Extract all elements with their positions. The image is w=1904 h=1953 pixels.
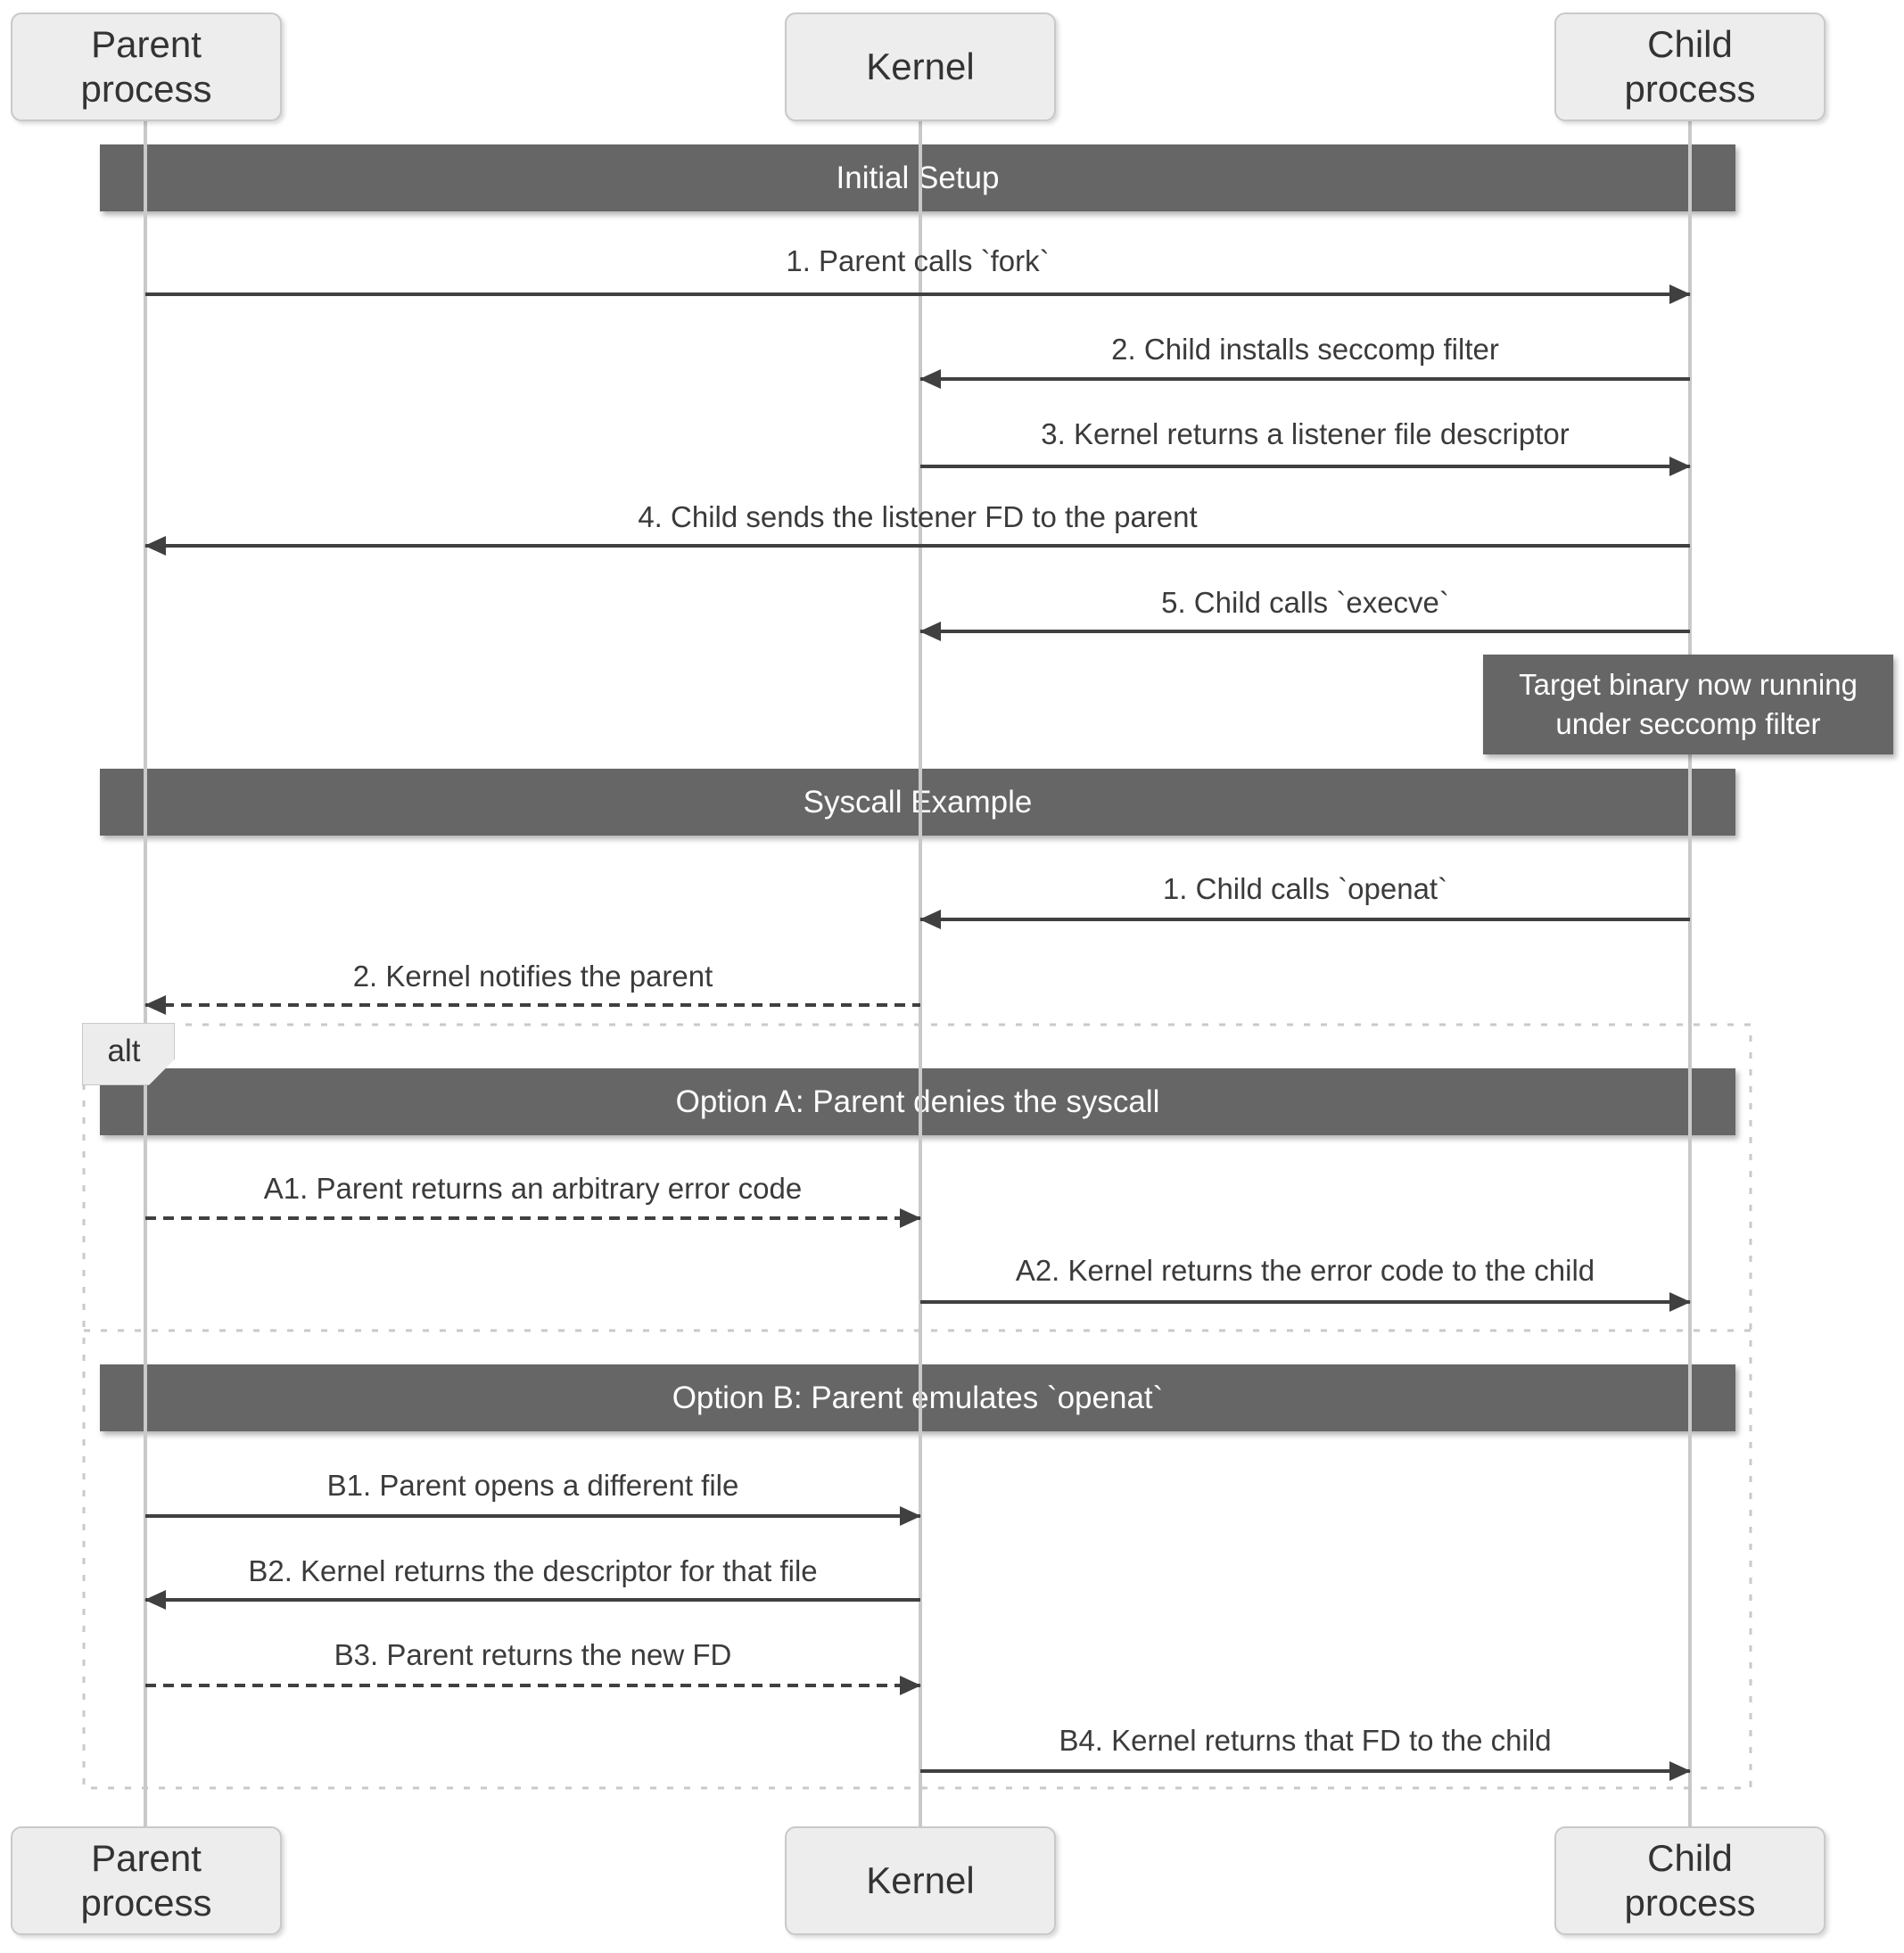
message-label-execve: 5. Child calls `execve` (1161, 586, 1449, 619)
message-arrow-b4 (920, 1761, 1691, 1781)
message-arrow-a1 (145, 1208, 921, 1228)
actor-child-process-top: Child process (1554, 12, 1826, 121)
actor-label: Parent process (80, 1837, 212, 1924)
message-label-b1: B1. Parent opens a different file (326, 1469, 739, 1502)
message-label-install-seccomp: 2. Child installs seccomp filter (1111, 333, 1499, 366)
section-header-initial-setup: Initial Setup (100, 144, 1735, 211)
actor-child-process-bottom: Child process (1554, 1826, 1826, 1935)
message-label-send-fd: 4. Child sends the listener FD to the pa… (638, 500, 1198, 533)
actor-label: Parent process (80, 23, 212, 110)
option-title: Option A: Parent denies the syscall (675, 1084, 1160, 1119)
actor-label: Child process (1624, 23, 1756, 110)
actor-parent-process-top: Parent process (11, 12, 282, 121)
alt-label-text: alt (107, 1034, 141, 1068)
message-label-openat: 1. Child calls `openat` (1162, 872, 1448, 905)
message-label-b3: B3. Parent returns the new FD (334, 1638, 732, 1671)
message-arrow-fork (145, 284, 1691, 304)
section-header-syscall-example: Syscall Example (100, 769, 1735, 836)
message-arrow-install-seccomp (919, 369, 1690, 389)
actor-label: Kernel (866, 1859, 975, 1901)
note-target-binary: Target binary now running under seccomp … (1483, 655, 1893, 754)
message-label-b2: B2. Kernel returns the descriptor for th… (248, 1554, 818, 1587)
message-arrow-execve (919, 622, 1690, 641)
message-label-listener-fd: 3. Kernel returns a listener file descri… (1041, 417, 1570, 450)
option-title: Option B: Parent emulates `openat` (672, 1380, 1164, 1415)
message-label-a1: A1. Parent returns an arbitrary error co… (263, 1172, 803, 1205)
option-a-header: Option A: Parent denies the syscall (100, 1068, 1735, 1135)
lifeline-child-process (1688, 121, 1692, 1826)
lifeline-kernel (919, 121, 922, 1826)
message-arrow-b3 (145, 1676, 921, 1695)
option-b-header: Option B: Parent emulates `openat` (100, 1364, 1735, 1431)
note-text: Target binary now running under seccomp … (1519, 668, 1858, 740)
lifeline-parent-process (144, 121, 147, 1826)
message-arrow-notify-parent (144, 995, 920, 1015)
section-title: Syscall Example (803, 784, 1033, 820)
message-arrow-listener-fd (920, 457, 1691, 476)
message-label-notify-parent: 2. Kernel notifies the parent (352, 960, 713, 993)
actor-label: Kernel (866, 45, 975, 87)
message-label-b4: B4. Kernel returns that FD to the child (1059, 1724, 1552, 1757)
message-label-a2: A2. Kernel returns the error code to the… (1015, 1254, 1595, 1287)
alt-frame-border (82, 1023, 1752, 1790)
actor-kernel-top: Kernel (785, 12, 1056, 121)
actor-label: Child process (1624, 1837, 1756, 1924)
message-arrow-a2 (920, 1292, 1691, 1312)
section-title: Initial Setup (836, 160, 1000, 195)
message-arrow-openat (919, 910, 1690, 929)
alt-frame (82, 1023, 1752, 1790)
actor-kernel-bottom: Kernel (785, 1826, 1056, 1935)
actor-parent-process-bottom: Parent process (11, 1826, 282, 1935)
message-arrow-send-fd (144, 536, 1690, 556)
message-label-fork: 1. Parent calls `fork` (786, 244, 1050, 277)
message-arrow-b2 (144, 1590, 920, 1610)
message-arrow-b1 (145, 1506, 921, 1526)
